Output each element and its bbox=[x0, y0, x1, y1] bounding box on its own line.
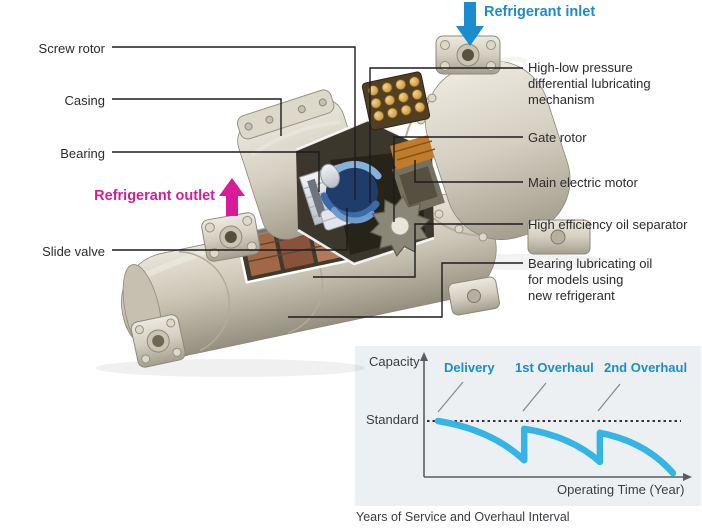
lubricating-mechanism-art bbox=[361, 71, 431, 131]
motor-housing-bolts bbox=[410, 93, 488, 242]
leader-lines bbox=[112, 46, 523, 318]
vessel-end-flange bbox=[130, 314, 186, 368]
bearing-art bbox=[298, 163, 356, 226]
outlet-arrow-icon bbox=[219, 178, 245, 216]
label-bearing: Bearing bbox=[60, 146, 105, 161]
chart-xlabel: Operating Time (Year) bbox=[557, 482, 685, 497]
label-main-electric-motor: Main electric motor bbox=[528, 175, 638, 190]
slide-valve-art bbox=[320, 200, 362, 231]
label-casing: Casing bbox=[64, 93, 105, 108]
label-screw-rotor: Screw rotor bbox=[38, 41, 105, 56]
compressor-casing bbox=[236, 89, 370, 240]
leader-casing bbox=[112, 98, 282, 136]
main-motor-art bbox=[390, 135, 445, 215]
leader-bearing-oil bbox=[288, 262, 523, 318]
chart-ylabel: Capacity bbox=[369, 354, 420, 369]
label-oil-separator: High efficiency oil separator bbox=[528, 217, 688, 232]
leader-high-low bbox=[369, 67, 523, 203]
motor-winding-cutaway bbox=[234, 209, 356, 284]
label-refrigerant-inlet: Refrigerant inlet bbox=[484, 4, 596, 20]
label-slide-valve: Slide valve bbox=[42, 244, 105, 259]
chart-reference-label: Standard bbox=[366, 412, 419, 427]
cutaway-cavity bbox=[295, 118, 435, 266]
label-refrigerant-outlet: Refrigerant outlet bbox=[94, 188, 215, 204]
oil-separator-body bbox=[120, 193, 497, 358]
leader-main-motor bbox=[414, 160, 523, 183]
annotation-delivery: Delivery bbox=[444, 360, 495, 375]
leader-screw-rotor bbox=[112, 46, 356, 200]
label-high-low-pressure: High-low pressure differential lubricati… bbox=[528, 60, 651, 107]
annotation-2nd-overhaul: 2nd Overhaul bbox=[604, 360, 688, 375]
leader-slide-valve bbox=[112, 208, 348, 251]
outlet-port bbox=[201, 212, 261, 262]
leader-gate-rotor bbox=[393, 136, 523, 222]
gate-rotor-art bbox=[369, 195, 431, 257]
inlet-arrow-icon bbox=[456, 2, 484, 46]
inlet-port bbox=[435, 35, 501, 75]
leader-oil-separator bbox=[313, 223, 523, 278]
chart-caption: Years of Service and Overhaul Interval bbox=[356, 510, 570, 524]
mounting-foot-center bbox=[448, 276, 500, 316]
label-gate-rotor: Gate rotor bbox=[528, 130, 587, 145]
screw-rotor-art bbox=[320, 160, 382, 224]
annotation-1st-overhaul: 1st Overhaul bbox=[515, 360, 594, 375]
label-bearing-lubricating-oil: Bearing lubricating oil for models using… bbox=[528, 256, 653, 303]
leader-bearing bbox=[112, 151, 320, 192]
